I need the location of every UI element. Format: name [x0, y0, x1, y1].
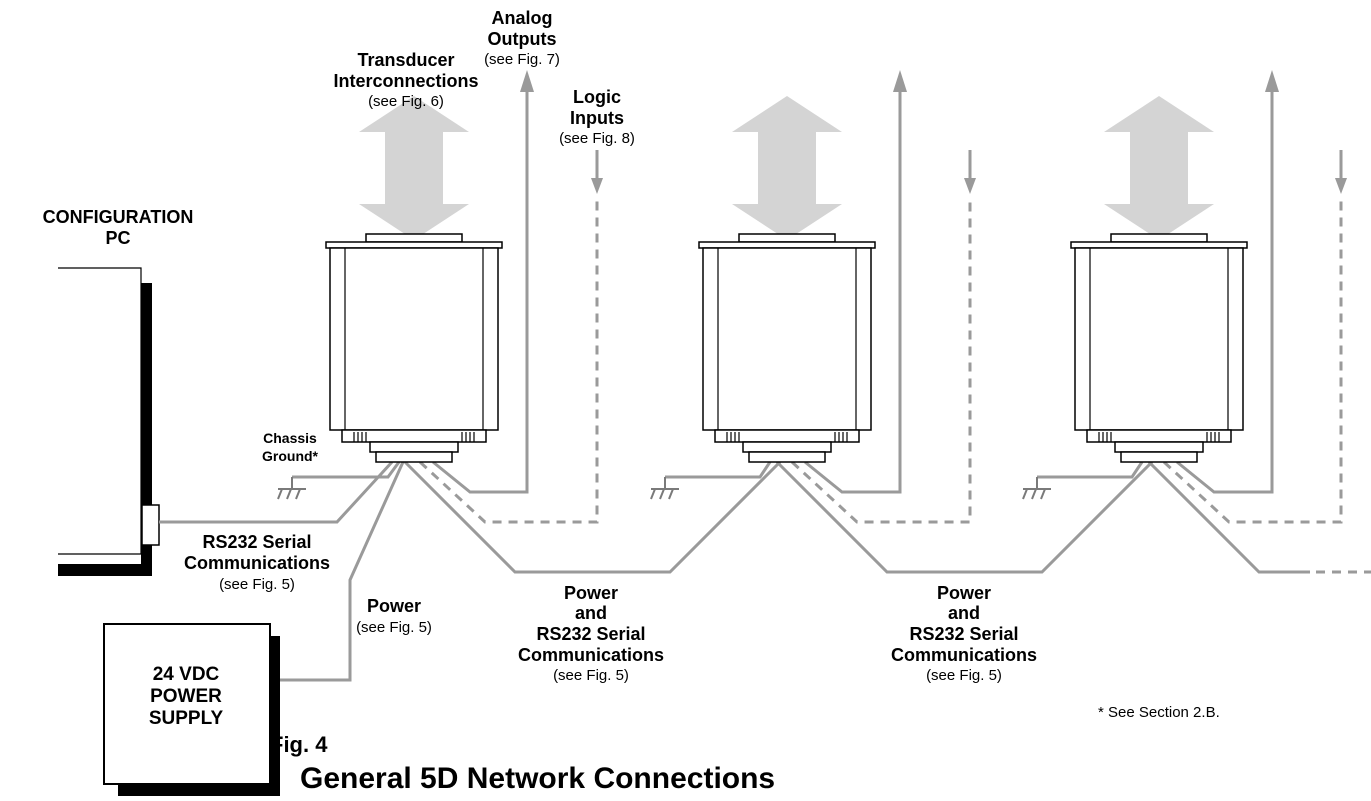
chain2-label-2: and	[948, 603, 980, 623]
ground-icon	[1022, 476, 1052, 500]
rs232-ref: (see Fig. 5)	[219, 576, 295, 593]
footnote: * See Section 2.B.	[1098, 704, 1220, 721]
ground-icon	[650, 476, 680, 500]
rs232-label-2: Communications	[184, 553, 330, 573]
chain1-label-3: RS232 Serial	[536, 624, 645, 644]
chassis-label-1: Chassis	[263, 430, 317, 446]
logic-ref: (see Fig. 8)	[559, 130, 635, 147]
chain2-ref: (see Fig. 5)	[926, 667, 1002, 684]
chain1-ref: (see Fig. 5)	[553, 667, 629, 684]
analog-label-1: Analog	[492, 8, 553, 28]
configuration-pc: CONFIGURATION PC	[43, 207, 194, 576]
psu-label-1: 24 VDC	[153, 664, 220, 685]
transducer-ref: (see Fig. 6)	[368, 93, 444, 110]
chain2-label-3: RS232 Serial	[909, 624, 1018, 644]
chain1-label-2: and	[575, 603, 607, 623]
wiring	[159, 70, 1371, 682]
config-pc-label-1: CONFIGURATION	[43, 207, 194, 227]
chain1-label-1: Power	[564, 583, 618, 603]
analog-label-2: Outputs	[488, 29, 557, 49]
chassis-label-2: Ground*	[262, 448, 319, 464]
config-pc-label-2: PC	[105, 228, 130, 248]
power-supply: 24 VDC POWER SUPPLY	[103, 623, 280, 796]
transducer-label-1: Transducer	[357, 50, 454, 70]
transmitter-unit-2	[698, 95, 876, 463]
psu-label-2: POWER	[150, 686, 222, 707]
rs232-label-1: RS232 Serial	[202, 532, 311, 552]
chain1-label-4: Communications	[518, 645, 664, 665]
figure-title: General 5D Network Connections	[300, 762, 775, 795]
ground-icon	[277, 476, 307, 500]
psu-label-3: SUPPLY	[149, 708, 224, 729]
analog-ref: (see Fig. 7)	[484, 51, 560, 68]
annotation-labels: Transducer Interconnections (see Fig. 6)…	[184, 8, 1220, 721]
figure-number: Fig. 4	[270, 732, 328, 757]
power-label: Power	[367, 596, 421, 616]
transmitter-unit-3	[1070, 95, 1248, 463]
logic-label-2: Inputs	[570, 108, 624, 128]
serial-port-icon	[141, 504, 160, 546]
chain2-label-4: Communications	[891, 645, 1037, 665]
transducer-label-2: Interconnections	[333, 71, 478, 91]
transmitter-unit-1	[325, 95, 503, 463]
chain2-label-1: Power	[937, 583, 991, 603]
power-ref: (see Fig. 5)	[356, 619, 432, 636]
logic-label-1: Logic	[573, 87, 621, 107]
